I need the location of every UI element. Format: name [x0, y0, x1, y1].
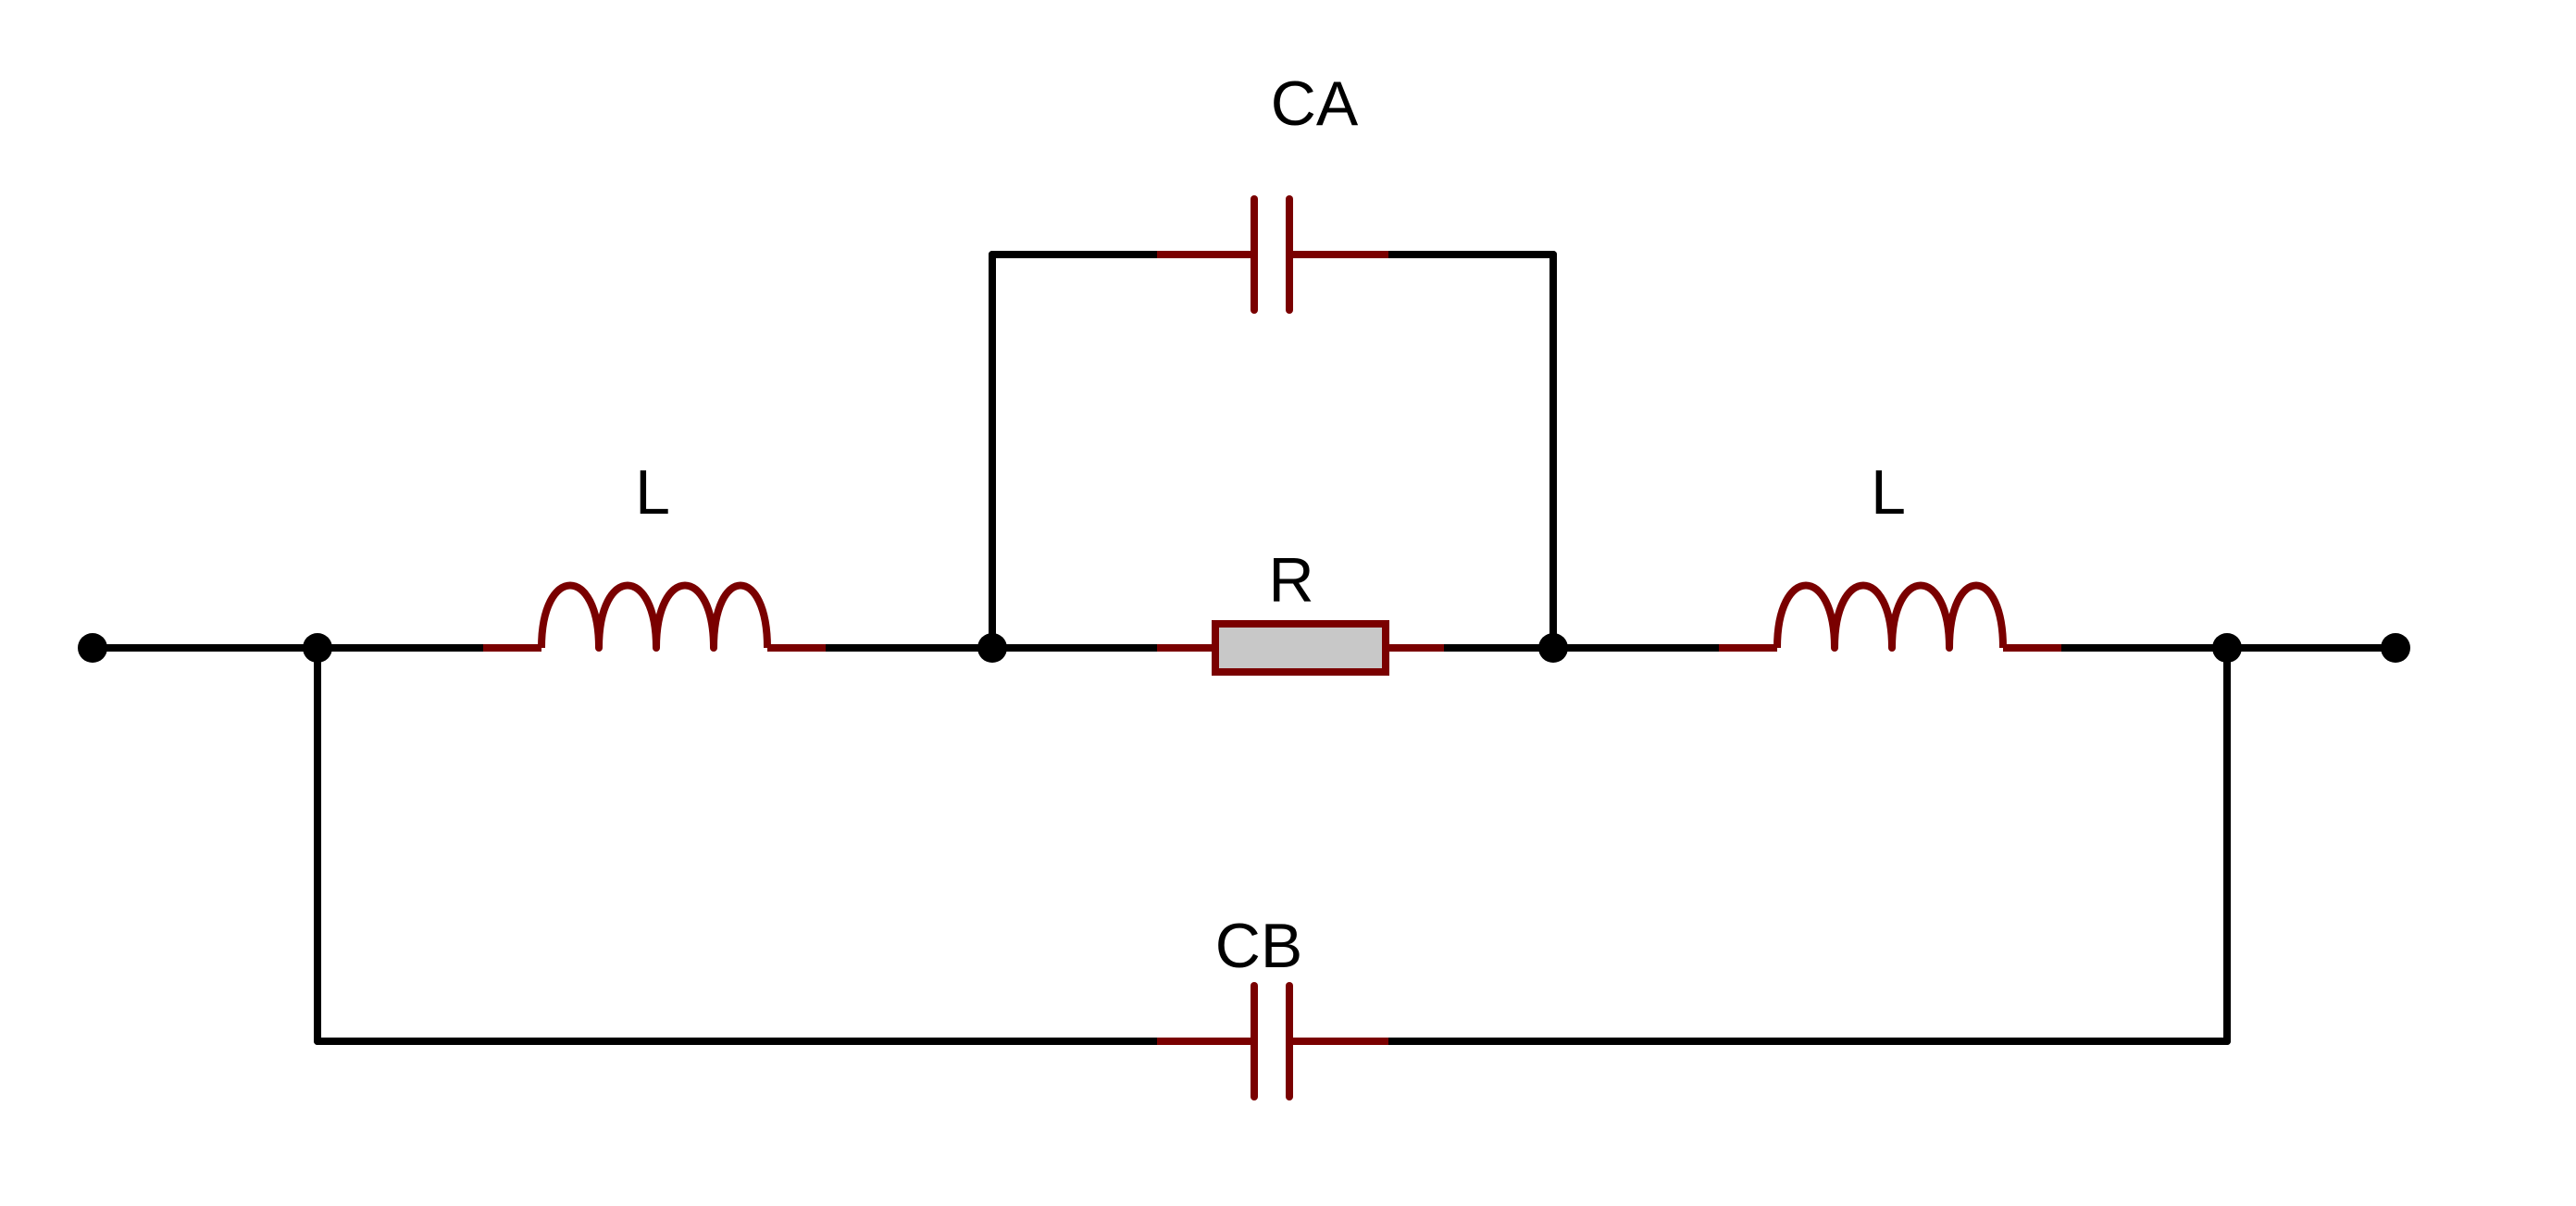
- inductor-left-label: L: [635, 457, 670, 528]
- terminal-right-dot[interactable]: [2381, 633, 2410, 663]
- junction-3-dot: [1538, 633, 1568, 663]
- resistor: R: [1157, 545, 1444, 676]
- capacitor-top: CA: [1157, 68, 1388, 314]
- junction-2-dot: [977, 633, 1007, 663]
- resistor-body: [1212, 620, 1389, 676]
- capacitor-bottom-label: CB: [1215, 911, 1302, 981]
- nodes: [78, 633, 2410, 663]
- inductor-left: L: [483, 457, 826, 652]
- junction-4-dot: [2212, 633, 2242, 663]
- capacitor-bottom: CB: [1157, 911, 1388, 1100]
- wires: [89, 251, 2399, 1045]
- junction-1-dot: [303, 633, 332, 663]
- resistor-label: R: [1268, 545, 1313, 615]
- inductor-left-coil-icon: [538, 581, 771, 652]
- inductor-right-label: L: [1871, 457, 1906, 528]
- terminal-left-dot[interactable]: [78, 633, 107, 663]
- inductor-right-coil-icon: [1773, 581, 2007, 652]
- capacitor-top-label: CA: [1271, 68, 1359, 139]
- inductor-right: L: [1719, 457, 2061, 652]
